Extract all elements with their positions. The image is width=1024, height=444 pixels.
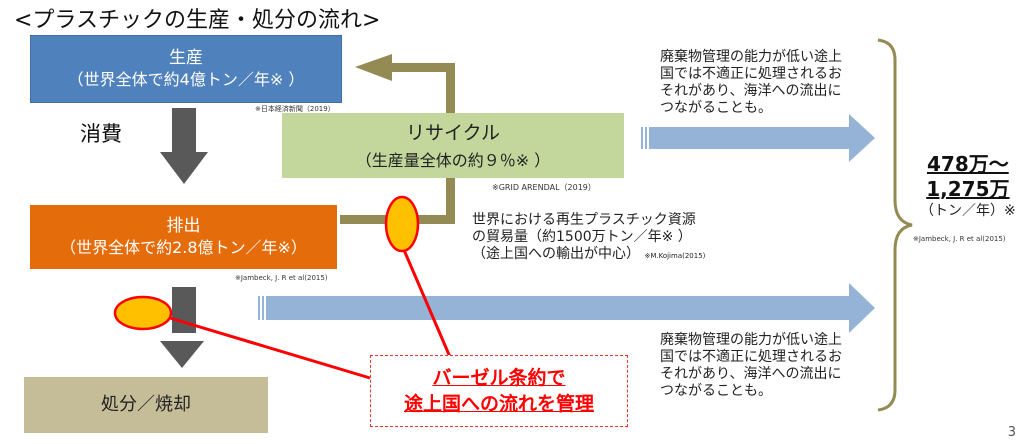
- consume-down-arrow: [160, 108, 208, 184]
- basel-convention-callout: バーゼル条約で 途上国への流れを管理: [370, 355, 628, 427]
- consumption-label: 消費: [80, 122, 122, 146]
- basel-connector-lines: [169, 249, 452, 380]
- page-number: 3: [1007, 425, 1016, 440]
- total-brace: [877, 38, 913, 412]
- top-leak-arrow: [641, 114, 875, 162]
- page-title: <プラスチックの生産・処分の流れ>: [14, 8, 381, 33]
- disposal-flow-marker: [113, 295, 173, 331]
- recycle-source: ※GRID ARENDAL（2019）: [492, 183, 596, 192]
- recycle-detail: （生産量全体の約９％※ ）: [355, 150, 551, 170]
- trade-flow-marker: [384, 195, 420, 253]
- leak-note-top: 廃棄物管理の能力が低い途上 国では不適正に処理されるお それがあり、海洋への流出…: [660, 49, 842, 116]
- recycle-label: リサイクル: [405, 121, 501, 144]
- production-label: 生産: [169, 48, 203, 68]
- production-source: ※日本経済新聞（2019）: [255, 105, 335, 113]
- production-detail: （世界全体で約4億トン／年※ ）: [67, 70, 305, 89]
- emission-box: 排出 （世界全体で約2.8億トン／年※）: [30, 205, 337, 269]
- leak-note-bottom: 廃棄物管理の能力が低い途上 国では不適正に処理されるお それがあり、海洋への流出…: [660, 332, 842, 399]
- emission-label: 排出: [166, 216, 201, 236]
- trade-source: ※M.Kojima(2015): [644, 252, 706, 260]
- emission-detail: （世界全体で約2.8億トン／年※）: [60, 238, 307, 257]
- production-box: 生産 （世界全体で約4億トン／年※ ）: [30, 35, 342, 103]
- disposal-label: 処分／焼却: [101, 394, 191, 415]
- emission-source: ※Jambeck, J. R et al(2015): [235, 274, 328, 282]
- disposal-box: 処分／焼却: [24, 377, 268, 433]
- bottom-leak-arrow: [258, 283, 875, 333]
- ocean-outflow-total: 478万～ 1,275万 （トン／年）※: [920, 152, 1016, 219]
- trade-note: 世界における再生プラスチック資源 の貿易量（約1500万トン／年※ ） （途上国…: [472, 212, 706, 262]
- ocean-outflow-source: ※Jambeck, J. R et al(2015): [913, 235, 1006, 243]
- recycle-box: リサイクル （生産量全体の約９％※ ）: [282, 113, 624, 178]
